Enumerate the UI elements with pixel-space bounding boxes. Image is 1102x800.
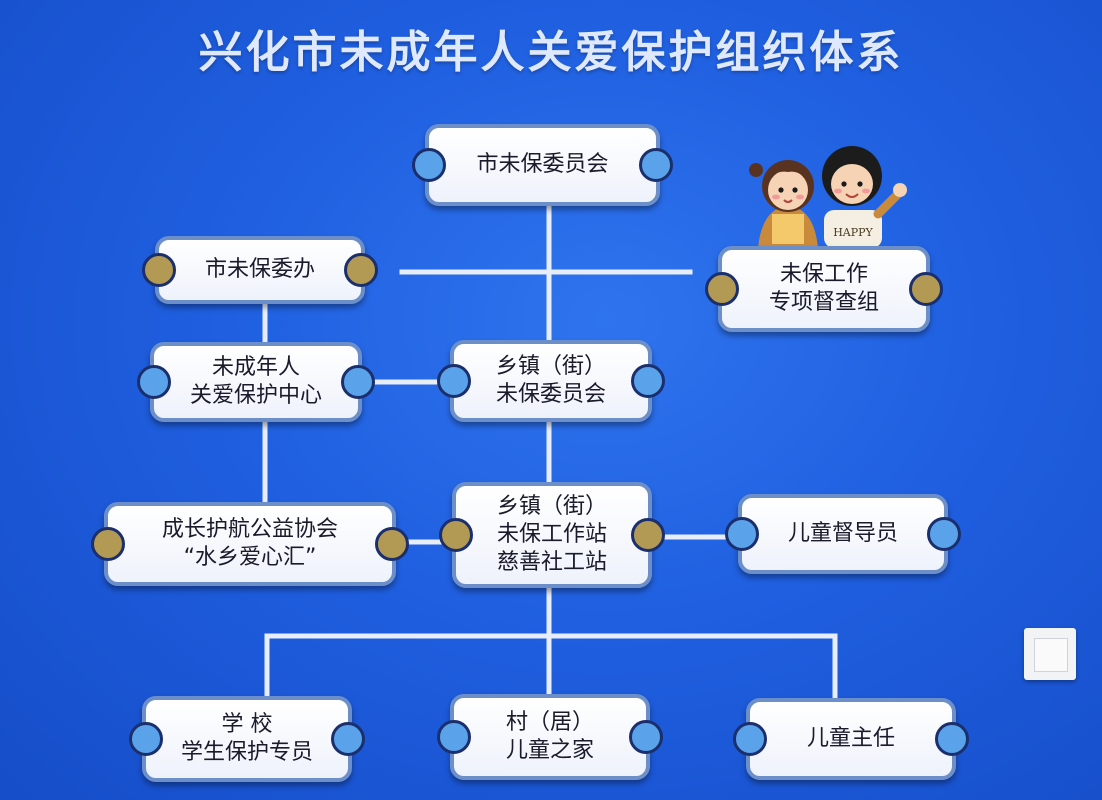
node-label-line: 市未保委办 <box>204 257 315 282</box>
connector-dot-right <box>341 365 375 399</box>
diagram-title: 兴化市未成年人关爱保护组织体系 <box>198 27 904 78</box>
node-label-line: 学生保护专员 <box>180 740 313 765</box>
connector-dot-right <box>375 527 409 561</box>
node-protection-center: 未成年人关爱保护中心 <box>137 342 375 422</box>
wall-light-switch <box>1024 628 1076 680</box>
connector-dot-left <box>412 148 446 182</box>
connector-dot-right <box>909 272 943 306</box>
node-label-line: 乡镇（街） <box>495 354 606 379</box>
connector-dot-right <box>639 148 673 182</box>
node-label-line: 专项督查组 <box>768 290 879 315</box>
node-label-line: 未成年人 <box>211 355 300 380</box>
node-label-line: 村（居） <box>505 710 594 735</box>
node-label-line: 关爱保护中心 <box>189 383 322 408</box>
node-city-committee: 市未保委员会 <box>412 124 673 206</box>
node-city-office: 市未保委办 <box>142 236 378 304</box>
connector-dot-left <box>705 272 739 306</box>
node-township-workstation: 乡镇（街） 未保工作站慈善社工站 <box>439 482 665 588</box>
connector-dot-left <box>437 720 471 754</box>
node-child-supervisor: 儿童督导员 <box>725 494 961 574</box>
connector-dot-right <box>631 518 665 552</box>
connector-dot-left <box>725 517 759 551</box>
node-inspection-group: 未保工作专项督查组 <box>705 246 943 332</box>
node-label-line: 未保工作站 <box>496 522 607 547</box>
connector-dot-left <box>142 253 176 287</box>
node-welfare-association: 成长护航公益协会 “水乡爱心汇” <box>91 502 409 586</box>
node-village-childrens-home: 村（居） 儿童之家 <box>437 694 663 780</box>
girl-mascot <box>749 160 818 248</box>
node-label-line: 未保委员会 <box>495 382 606 407</box>
node-label-line: 儿童主任 <box>806 726 895 751</box>
node-label-line: 慈善社工站 <box>496 550 607 575</box>
boy-mascot: HAPPY <box>822 146 907 248</box>
connector-dot-left <box>439 518 473 552</box>
connector-dot-right <box>935 722 969 756</box>
node-label-line: 学 校 <box>221 712 273 737</box>
node-township-committee: 乡镇（街） 未保委员会 <box>437 340 665 422</box>
node-school: 学 校学生保护专员 <box>129 696 365 782</box>
connector-dot-left <box>733 722 767 756</box>
node-label-line: 市未保委员会 <box>476 152 609 177</box>
connector-dot-left <box>91 527 125 561</box>
node-label-line: “水乡爱心汇” <box>183 545 317 570</box>
mascot-shirt-text: HAPPY <box>833 226 873 239</box>
node-label-line: 乡镇（街） <box>496 494 607 519</box>
connector-dot-right <box>631 364 665 398</box>
node-label-line: 儿童之家 <box>505 738 594 763</box>
connector-dot-right <box>344 253 378 287</box>
connector-dot-left <box>437 364 471 398</box>
node-label-line: 儿童督导员 <box>787 521 898 546</box>
connector-dot-left <box>129 722 163 756</box>
children-mascot-illustration: HAPPY <box>749 146 907 248</box>
connector-dot-right <box>629 720 663 754</box>
connector-dot-right <box>927 517 961 551</box>
node-child-director: 儿童主任 <box>733 698 969 780</box>
connector-dot-left <box>137 365 171 399</box>
node-label-line: 未保工作 <box>779 262 868 287</box>
node-label-line: 成长护航公益协会 <box>161 517 338 542</box>
connector-dot-right <box>331 722 365 756</box>
wall-light-switch-plate <box>1034 638 1068 672</box>
